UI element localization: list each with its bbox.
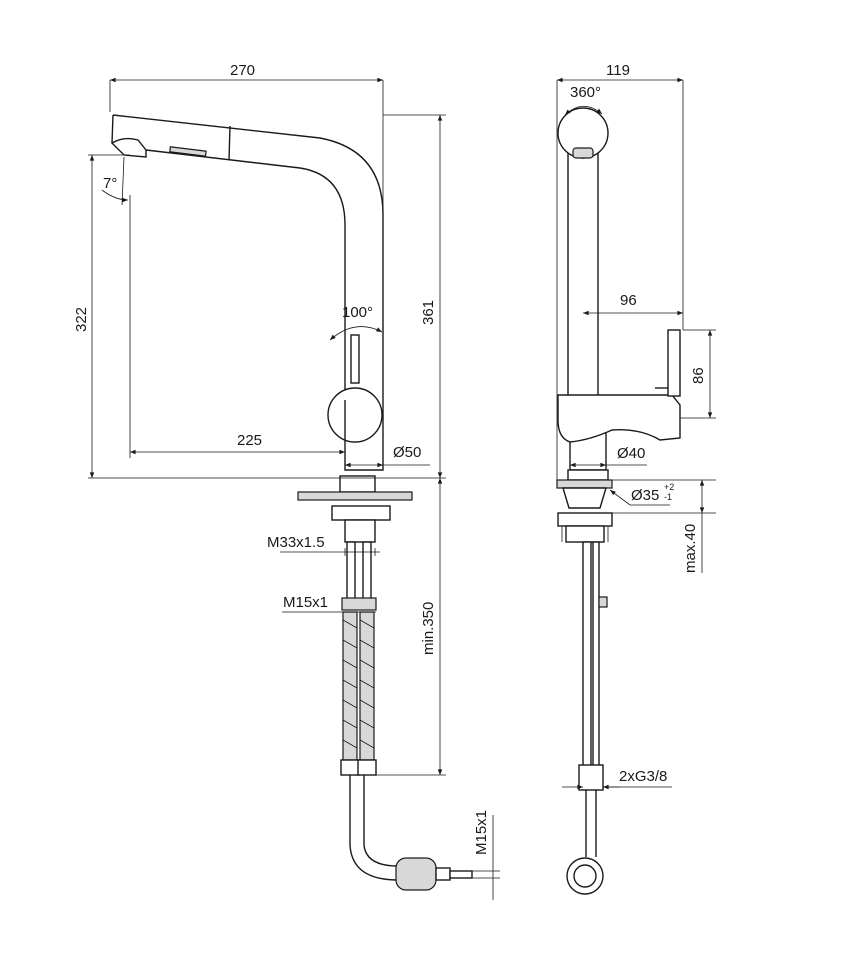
spray-button — [169, 146, 207, 157]
tolerance-plus: +2 — [664, 482, 674, 492]
front-view: 270 361 322 7° 225 100° Ø50 M33x1.5 M15x… — [73, 62, 500, 900]
dim-86: 86 — [690, 367, 707, 384]
lever — [350, 334, 360, 384]
tolerance-minus: -1 — [664, 492, 672, 502]
side-view: 119 360° 96 86 Ø40 Ø35 +2 -1 max.40 2xG3… — [556, 62, 716, 895]
side-flange — [556, 479, 613, 489]
dim-min-350: min.350 — [420, 602, 437, 655]
dim-119: 119 — [606, 62, 630, 79]
dim-diameter-40: Ø40 — [617, 445, 645, 462]
hose-weight-connector — [395, 857, 437, 891]
dim-361: 361 — [420, 300, 437, 325]
dim-270: 270 — [230, 62, 255, 79]
dim-max-40: max.40 — [682, 524, 699, 573]
spout — [112, 114, 384, 400]
mixer-body — [557, 394, 681, 443]
braided-hose-right — [359, 611, 375, 761]
spout-column — [567, 139, 599, 401]
spray-hose — [349, 775, 399, 881]
swivel-angle: 360° — [570, 84, 601, 101]
thread-m15-connector: M15x1 — [473, 810, 490, 855]
dim-diameter-50: Ø50 — [393, 444, 421, 461]
side-lever — [667, 329, 681, 397]
thread-m15-hose: M15x1 — [283, 594, 328, 611]
spray-head-nozzle — [110, 137, 147, 158]
side-hose — [585, 790, 597, 857]
deck-flange — [297, 491, 413, 501]
spray-angle: 7° — [103, 175, 117, 192]
dim-322: 322 — [73, 307, 90, 332]
dim-225: 225 — [237, 432, 262, 449]
lever-angle: 100° — [342, 304, 373, 321]
dim-96: 96 — [620, 292, 637, 309]
handle-body — [327, 387, 383, 443]
braided-hose-left — [342, 611, 358, 761]
dim-diameter-35: Ø35 — [631, 487, 659, 504]
thread-m33: M33x1.5 — [267, 534, 325, 551]
connection-thread: 2xG3/8 — [619, 768, 667, 785]
